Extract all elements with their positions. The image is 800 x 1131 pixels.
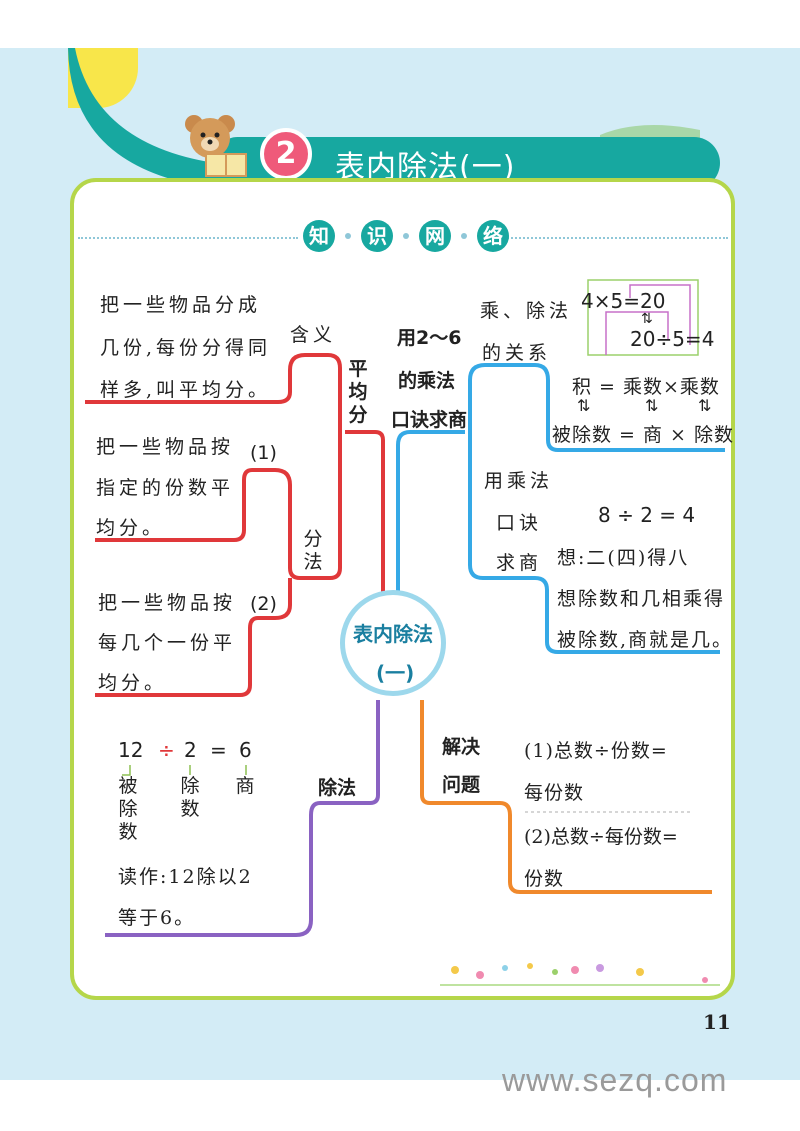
average-division-label: 平 均 分 (347, 358, 369, 427)
term-char: 数 (180, 798, 200, 820)
division-label: 除法 (318, 777, 357, 799)
method-item-2-line: 每几个一份平 (98, 632, 237, 654)
divisor-term: 除 数 (179, 775, 201, 821)
problem-item-2-line: (2)总数÷每份数= (524, 826, 678, 848)
connector-red-main (345, 430, 385, 600)
mult-table-label-line: 用2～6 (397, 327, 462, 349)
connector-division (105, 700, 380, 937)
connector-relation (468, 363, 725, 452)
method-item-2-number: (2) (250, 593, 277, 615)
knowledge-network-title: 知 识 网 络 (303, 220, 509, 252)
relation-equation-multiply: 4×5=20 (581, 289, 666, 313)
quotient-term: 商 (234, 775, 256, 798)
term-char: 除 (180, 775, 200, 797)
swap-icon: ⇅ (577, 396, 591, 415)
divisor-value: 2 (184, 738, 197, 762)
content-panel (70, 178, 735, 1000)
flowers-decoration (440, 963, 720, 986)
divider-right (500, 237, 728, 239)
dividend-value: 12 (118, 738, 144, 762)
method-item-2-line: 均分。 (98, 672, 168, 694)
use-mult-label-line: 用乘法 (484, 470, 554, 492)
relation-arrow-path (605, 311, 669, 355)
relation-formula-product: 积 = 乘数×乘数 (572, 376, 720, 398)
division-sign: ÷ (158, 738, 175, 762)
separator-dot (461, 233, 467, 239)
reading-line: 等于6。 (118, 907, 196, 929)
term-char: 除 (118, 798, 138, 820)
term-char: 数 (118, 821, 138, 843)
method-label: 分 法 (302, 528, 324, 574)
method-item-2-line: 把一些物品按 (98, 592, 237, 614)
label-char: 平 (348, 358, 368, 380)
divider-left (78, 237, 298, 239)
problem-label-line: 问题 (442, 774, 481, 796)
chapter-number-badge: 2 (260, 128, 312, 180)
meaning-line: 样多,叫平均分。 (100, 379, 272, 401)
title-char: 知 (303, 220, 335, 252)
connector-meaning (85, 353, 342, 432)
dividend-term: 被 除 数 (117, 775, 139, 844)
page-number: 11 (703, 1010, 731, 1034)
meaning-label: 含义 (290, 324, 337, 346)
method-item-1-line: 指定的份数平 (96, 477, 235, 499)
meaning-line: 把一些物品分成 (100, 294, 262, 316)
relation-formula-dividend: 被除数 = 商 × 除数 (552, 424, 734, 446)
title-char: 络 (477, 220, 509, 252)
relation-label-line: 乘、除法 (480, 300, 573, 322)
label-char: 法 (303, 551, 323, 573)
connector-use-mult (468, 432, 720, 654)
example-equation: 8 ÷ 2 = 4 (598, 503, 696, 527)
relation-equation-divide: 20÷5=4 (630, 327, 715, 351)
title-char: 识 (361, 220, 393, 252)
use-mult-line: 被除数,商就是几。 (557, 629, 734, 651)
equals-sign: = (210, 738, 227, 762)
swap-icon: ⇅ (645, 396, 659, 415)
connector-method-2 (95, 578, 292, 697)
watermark: www.sezq.com (502, 1062, 728, 1098)
center-topic-title: 表内除法 (353, 622, 433, 646)
bear-reading-icon (185, 115, 247, 177)
problem-label-line: 解决 (442, 736, 481, 758)
separator-dot (345, 233, 351, 239)
use-mult-label-line: 口诀 (496, 512, 543, 534)
connector-method-1 (95, 432, 342, 580)
connector-problem (420, 700, 712, 894)
connector-blue-main (396, 430, 465, 600)
swap-icon: ⇅ (698, 396, 712, 415)
method-item-1-number: (1) (250, 442, 277, 464)
label-char: 均 (348, 381, 368, 403)
term-char: 商 (235, 775, 255, 797)
relation-frame-outer (587, 279, 699, 356)
separator-dot (403, 233, 409, 239)
center-topic-subtitle: (一) (376, 661, 415, 685)
use-mult-line: 想:二(四)得八 (557, 547, 690, 569)
use-mult-label-line: 求商 (496, 552, 543, 574)
swap-icon: ⇅ (641, 311, 653, 327)
method-item-1-line: 把一些物品按 (96, 436, 235, 458)
center-topic-circle (340, 590, 446, 696)
mult-table-label-line: 口诀求商 (391, 409, 468, 431)
relation-arrow-path-2 (629, 284, 691, 345)
relation-label-line: 的关系 (482, 342, 552, 364)
term-char: 被 (118, 775, 138, 797)
label-char: 分 (348, 404, 368, 426)
method-item-1-line: 均分。 (96, 517, 166, 539)
problem-item-1-line: 每份数 (524, 782, 585, 804)
label-char: 分 (303, 528, 323, 550)
label-arrow (122, 765, 131, 776)
problem-item-1-line: (1)总数÷份数= (524, 740, 668, 762)
title-char: 网 (419, 220, 451, 252)
mult-table-label-line: 的乘法 (398, 370, 456, 392)
quotient-value: 6 (239, 738, 252, 762)
meaning-line: 几份,每份分得同 (100, 337, 272, 359)
use-mult-line: 想除数和几相乘得 (557, 588, 726, 610)
reading-line: 读作:12除以2 (118, 866, 253, 888)
problem-item-2-line: 份数 (524, 868, 565, 890)
